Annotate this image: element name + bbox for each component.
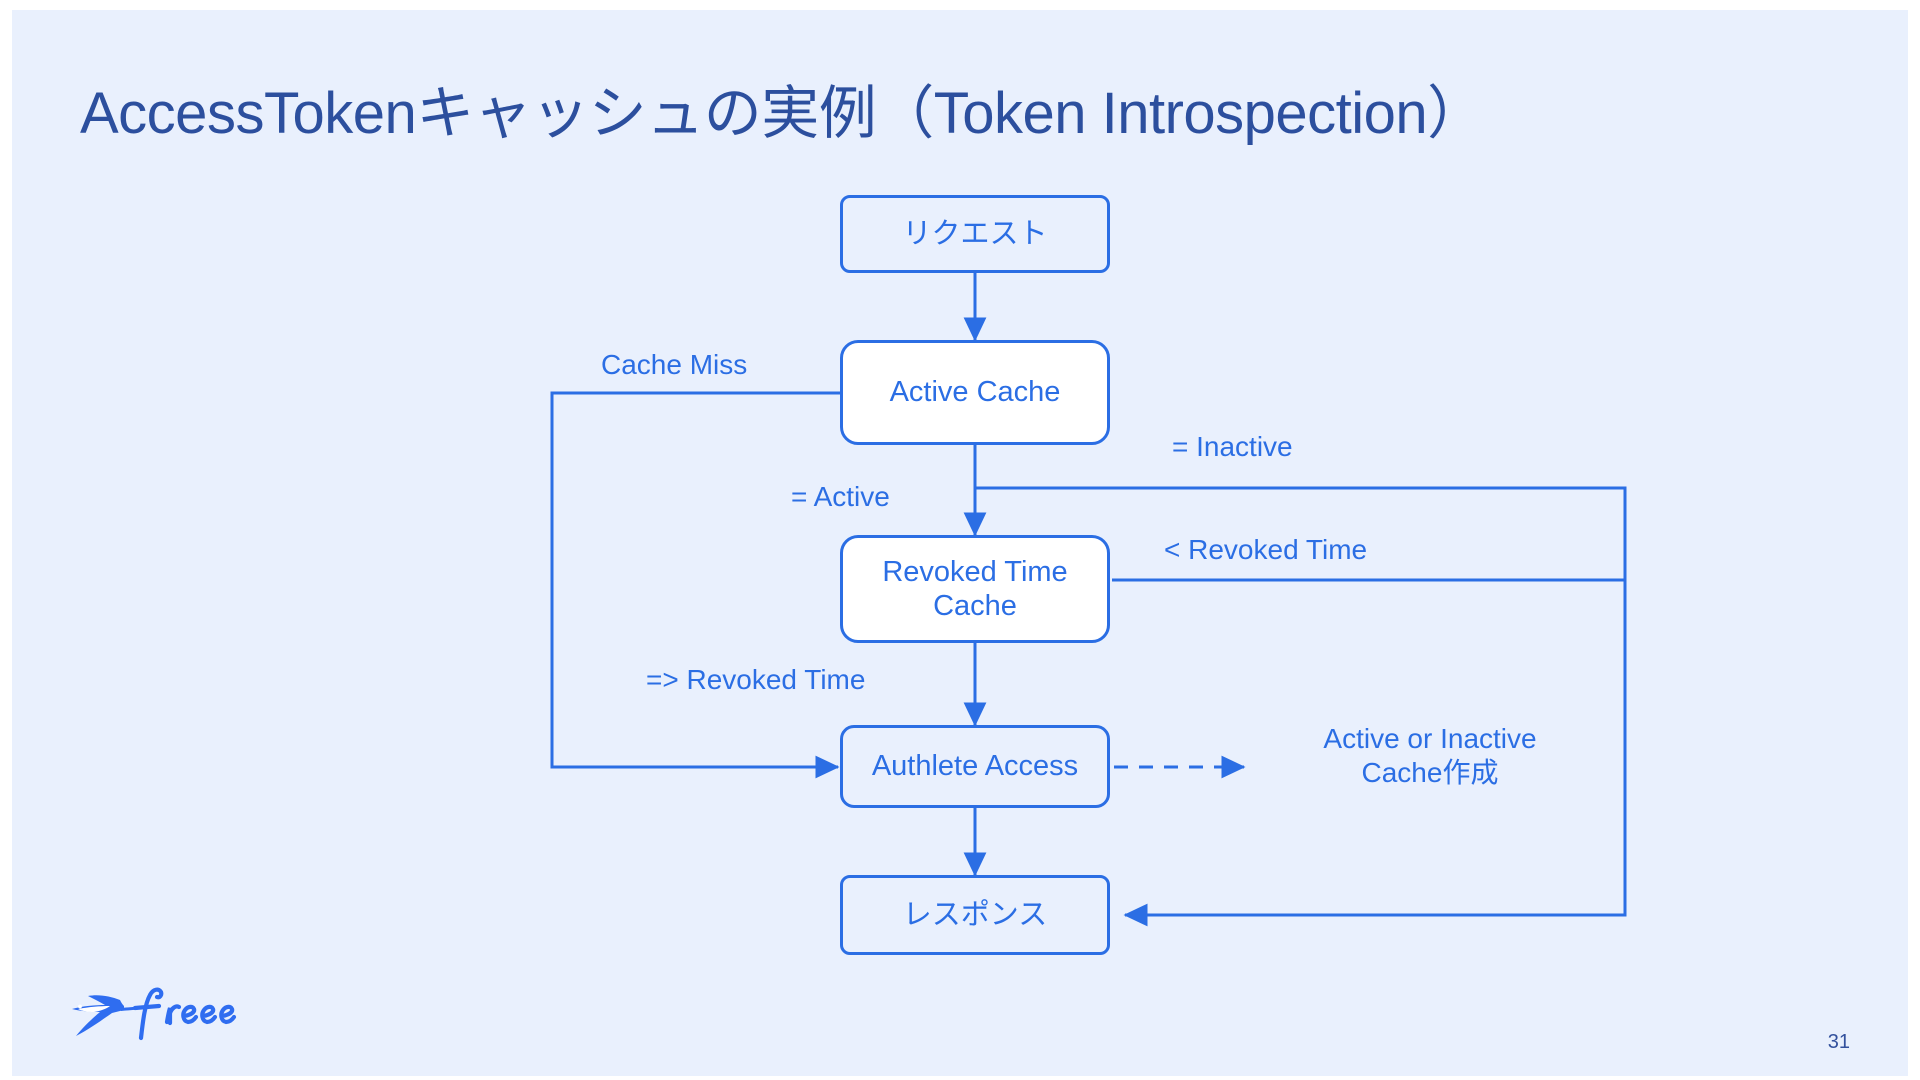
edge-label-is-inactive: = Inactive — [1172, 431, 1293, 462]
node-active-cache[interactable]: Active Cache — [840, 340, 1110, 445]
edge-cache-miss-to-authlete — [550, 391, 842, 779]
edge-label-cache-miss: Cache Miss — [601, 349, 748, 380]
edge-inactive-to-response — [975, 486, 1627, 927]
node-authlete-access-label: Authlete Access — [871, 750, 1079, 783]
node-active-cache-label: Active Cache — [889, 376, 1061, 409]
node-request-label: リクエスト — [902, 217, 1048, 250]
node-response-label: レスポンス — [902, 898, 1048, 931]
node-request[interactable]: リクエスト — [840, 195, 1110, 273]
slide-canvas: AccessTokenキャッシュの実例（Token Introspection） — [12, 10, 1908, 1076]
page-number: 31 — [1827, 1031, 1850, 1053]
freee-logo — [72, 987, 237, 1041]
edge-label-is-active: = Active — [791, 481, 890, 512]
page-title: AccessTokenキャッシュの実例（Token Introspection） — [80, 81, 1485, 146]
node-response[interactable]: レスポンス — [840, 875, 1110, 955]
node-authlete-access[interactable]: Authlete Access — [840, 725, 1110, 808]
flow-connectors — [550, 272, 1627, 927]
edge-label-gte-revoked-time: => Revoked Time — [646, 664, 866, 695]
edge-label-lt-revoked-time: < Revoked Time — [1164, 534, 1368, 565]
